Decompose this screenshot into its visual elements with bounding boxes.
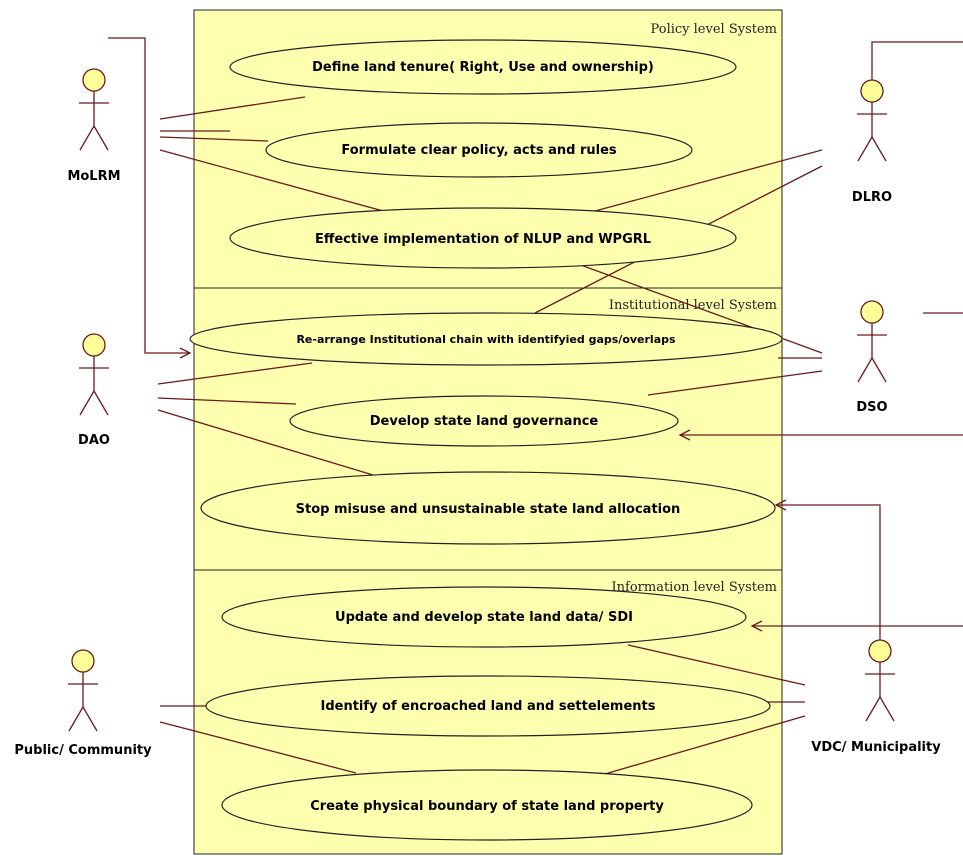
actor-label: DAO [78, 433, 110, 448]
actor-label: DSO [856, 400, 887, 415]
use-case-identify-encroached-land: Identify of encroached land and settelem… [205, 675, 771, 737]
use-case-stop-misuse: Stop misuse and unsustainable state land… [200, 471, 776, 545]
actor-dso: DSO [856, 300, 888, 415]
actor-dlro: DLRO [852, 79, 892, 205]
use-case-create-boundary: Create physical boundary of state land p… [221, 769, 753, 841]
actor-vdc-municipality: VDC/ Municipality [811, 639, 941, 755]
use-case-label: Stop misuse and unsustainable state land… [296, 502, 681, 517]
use-case-update-land-data: Update and develop state land data/ SDI [221, 586, 747, 648]
actor-label: DLRO [852, 190, 892, 205]
actor-molrm: MoLRM [67, 68, 121, 184]
use-case-formulate-policy: Formulate clear policy, acts and rules [265, 122, 693, 178]
use-case-rearrange-institutional-chain: Re-arrange Institutional chain with iden… [189, 312, 783, 366]
actor-dao: DAO [78, 333, 110, 448]
use-case-label: Effective implementation of NLUP and WPG… [315, 232, 651, 247]
use-case-label: Identify of encroached land and settelem… [321, 699, 656, 714]
use-case-label: Define land tenure( Right, Use and owner… [312, 60, 654, 75]
package-label: Information level System [612, 580, 778, 595]
use-case-effective-implementation: Effective implementation of NLUP and WPG… [229, 207, 737, 269]
use-case-label: Formulate clear policy, acts and rules [341, 143, 617, 158]
actor-public-community: Public/ Community [14, 649, 152, 758]
actor-label: MoLRM [67, 169, 120, 184]
use-case-label: Re-arrange Institutional chain with iden… [296, 333, 676, 346]
use-case-label: Update and develop state land data/ SDI [335, 610, 633, 625]
package-label: Policy level System [651, 22, 777, 37]
use-case-develop-governance: Develop state land governance [289, 395, 679, 447]
actor-label: VDC/ Municipality [811, 740, 941, 755]
use-case-label: Develop state land governance [370, 414, 599, 429]
use-case-label: Create physical boundary of state land p… [310, 799, 664, 814]
use-case-define-land-tenure: Define land tenure( Right, Use and owner… [229, 39, 737, 95]
actor-label: Public/ Community [14, 743, 152, 758]
